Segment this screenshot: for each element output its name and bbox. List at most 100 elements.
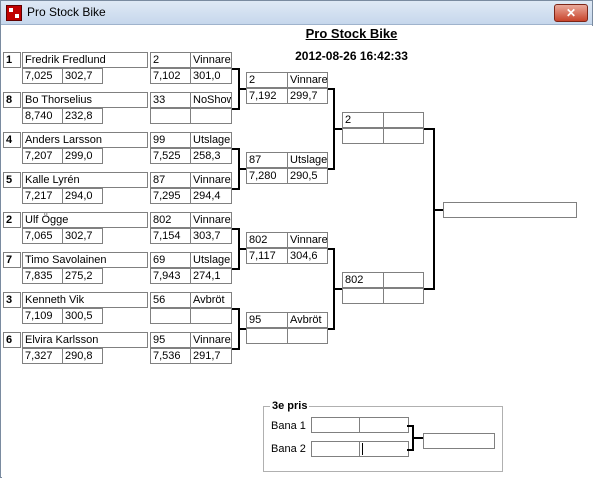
elapsed-time[interactable] (246, 328, 288, 344)
speed[interactable]: 274,1 (190, 268, 232, 284)
result-status[interactable]: Avbröt (287, 312, 328, 328)
elapsed-time[interactable]: 7,943 (150, 268, 191, 284)
speed[interactable]: 275,2 (62, 268, 103, 284)
bike-number[interactable]: 2 (246, 72, 288, 88)
bracket-connector (334, 128, 342, 130)
result-status[interactable]: Vinnare (287, 232, 328, 248)
racer-name[interactable]: Fredrik Fredlund (22, 52, 148, 68)
speed[interactable] (383, 128, 424, 144)
speed[interactable]: 291,7 (190, 348, 232, 364)
bike-number[interactable]: 802 (150, 212, 191, 228)
bike-number[interactable]: 87 (246, 152, 288, 168)
elapsed-time[interactable] (150, 308, 191, 324)
reaction-time[interactable]: 8,740 (22, 108, 63, 124)
speed[interactable]: 301,0 (190, 68, 232, 84)
racer-name[interactable]: Ulf Ögge (22, 212, 148, 228)
racer-name[interactable]: Anders Larsson (22, 132, 148, 148)
elapsed-time[interactable] (342, 288, 384, 304)
result-status[interactable]: Vinnare (190, 332, 232, 348)
reaction-time[interactable]: 7,327 (22, 348, 63, 364)
bike-number[interactable]: 2 (150, 52, 191, 68)
reaction-time[interactable]: 7,207 (22, 148, 63, 164)
speed[interactable]: 304,6 (287, 248, 328, 264)
reaction-time[interactable]: 7,835 (22, 268, 63, 284)
title-bar: Pro Stock Bike ✕ (1, 1, 592, 25)
elapsed-time[interactable]: 7,536 (150, 348, 191, 364)
result-status[interactable]: Vinnare (190, 172, 232, 188)
elapsed-time[interactable]: 7,154 (150, 228, 191, 244)
bracket-connector (232, 148, 239, 150)
elapsed-time[interactable]: 7,295 (150, 188, 191, 204)
result-status[interactable]: Vinnare (190, 52, 232, 68)
speed[interactable]: 290,8 (62, 348, 103, 364)
bracket-connector (424, 128, 434, 130)
seed-number: 8 (3, 92, 21, 108)
bracket-connector (232, 188, 239, 190)
bike-number[interactable]: 33 (150, 92, 191, 108)
third-place-result[interactable] (423, 433, 495, 449)
result-status[interactable]: Vinnare (287, 72, 328, 88)
speed[interactable] (383, 288, 424, 304)
elapsed-time[interactable]: 7,117 (246, 248, 288, 264)
racer-name[interactable]: Bo Thorselius (22, 92, 148, 108)
result-status[interactable]: Avbröt (190, 292, 232, 308)
result-status[interactable]: NoShow (190, 92, 232, 108)
seed-number: 4 (3, 132, 21, 148)
speed[interactable]: 302,7 (62, 68, 103, 84)
reaction-time[interactable]: 7,065 (22, 228, 63, 244)
elapsed-time[interactable]: 7,280 (246, 168, 288, 184)
reaction-time[interactable]: 7,109 (22, 308, 63, 324)
elapsed-time[interactable] (150, 108, 191, 124)
speed[interactable]: 232,8 (62, 108, 103, 124)
bike-number[interactable]: 95 (150, 332, 191, 348)
bike-number[interactable]: 802 (246, 232, 288, 248)
speed[interactable] (190, 108, 232, 124)
seed-number: 6 (3, 332, 21, 348)
result-status[interactable]: Utslagen (190, 252, 232, 268)
final-winner[interactable] (443, 202, 577, 218)
speed[interactable]: 290,5 (287, 168, 328, 184)
text-cursor (362, 443, 363, 455)
reaction-time[interactable]: 7,217 (22, 188, 63, 204)
speed[interactable]: 299,0 (62, 148, 103, 164)
result-status[interactable]: Vinnare (190, 212, 232, 228)
speed[interactable]: 258,3 (190, 148, 232, 164)
bike-number[interactable]: 87 (150, 172, 191, 188)
bike-number[interactable]: 99 (150, 132, 191, 148)
bike-number[interactable]: 69 (150, 252, 191, 268)
racer-name[interactable]: Timo Savolainen (22, 252, 148, 268)
reaction-time[interactable]: 7,025 (22, 68, 63, 84)
third-lane1-status[interactable] (359, 417, 409, 433)
result-status[interactable]: Utslagen (190, 132, 232, 148)
speed[interactable]: 299,7 (287, 88, 328, 104)
third-lane2-status[interactable] (359, 441, 409, 457)
bike-number[interactable]: 95 (246, 312, 288, 328)
bike-number[interactable]: 56 (150, 292, 191, 308)
bracket-connector (239, 88, 246, 90)
elapsed-time[interactable]: 7,525 (150, 148, 191, 164)
speed[interactable]: 303,7 (190, 228, 232, 244)
result-status[interactable] (383, 272, 424, 288)
elapsed-time[interactable]: 7,192 (246, 88, 288, 104)
result-status[interactable]: Utslagen (287, 152, 328, 168)
speed[interactable] (287, 328, 328, 344)
bike-number[interactable]: 2 (342, 112, 384, 128)
speed[interactable]: 294,0 (62, 188, 103, 204)
bracket-connector (232, 228, 239, 230)
racer-name[interactable]: Elvira Karlsson (22, 332, 148, 348)
speed[interactable]: 302,7 (62, 228, 103, 244)
third-lane1-num[interactable] (311, 417, 361, 433)
third-lane2-num[interactable] (311, 441, 361, 457)
speed[interactable] (190, 308, 232, 324)
bike-number[interactable]: 802 (342, 272, 384, 288)
close-button[interactable]: ✕ (554, 4, 588, 22)
elapsed-time[interactable]: 7,102 (150, 68, 191, 84)
speed[interactable]: 300,5 (62, 308, 103, 324)
racer-name[interactable]: Kenneth Vik (22, 292, 148, 308)
result-status[interactable] (383, 112, 424, 128)
event-datetime: 2012-08-26 16:42:33 (295, 49, 408, 63)
elapsed-time[interactable] (342, 128, 384, 144)
bracket-connector (232, 108, 239, 110)
racer-name[interactable]: Kalle Lyrén (22, 172, 148, 188)
speed[interactable]: 294,4 (190, 188, 232, 204)
